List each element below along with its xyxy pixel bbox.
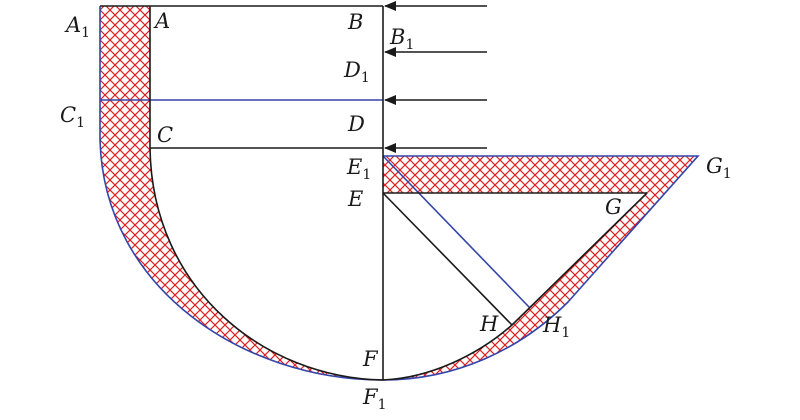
hatched-left-band	[100, 6, 383, 380]
label-e1: E1	[346, 155, 371, 183]
label-g1: G1	[706, 154, 732, 182]
inner-outline	[100, 5, 648, 381]
label-c1: C1	[60, 103, 85, 131]
label-d1: D1	[343, 58, 370, 86]
label-e: E	[347, 187, 363, 211]
label-b: B	[347, 10, 363, 34]
label-a: A	[153, 9, 170, 33]
outer-outline	[99, 6, 700, 381]
inner-arc-c-f	[149, 147, 384, 381]
label-f1: F1	[362, 385, 387, 413]
label-f: F	[362, 347, 379, 371]
label-b1: B1	[389, 25, 414, 53]
force-arrows	[384, 0, 487, 153]
label-h: H	[479, 312, 499, 336]
line-e1-h1	[382, 155, 531, 309]
label-d: D	[347, 112, 365, 136]
line-e-h	[382, 192, 513, 326]
label-c: C	[157, 123, 173, 147]
point-labels: A1 A B B1 D1 C1 C D E1 E G G1 H H1 F F1	[60, 9, 732, 413]
label-h1: H1	[542, 313, 570, 341]
hatched-right-band	[383, 156, 698, 380]
label-a1: A1	[64, 13, 90, 41]
label-g: G	[605, 195, 622, 219]
inner-hypotenuse-g-f	[382, 192, 648, 381]
outer-right-boundary	[382, 155, 700, 381]
outer-left-boundary	[99, 6, 384, 381]
